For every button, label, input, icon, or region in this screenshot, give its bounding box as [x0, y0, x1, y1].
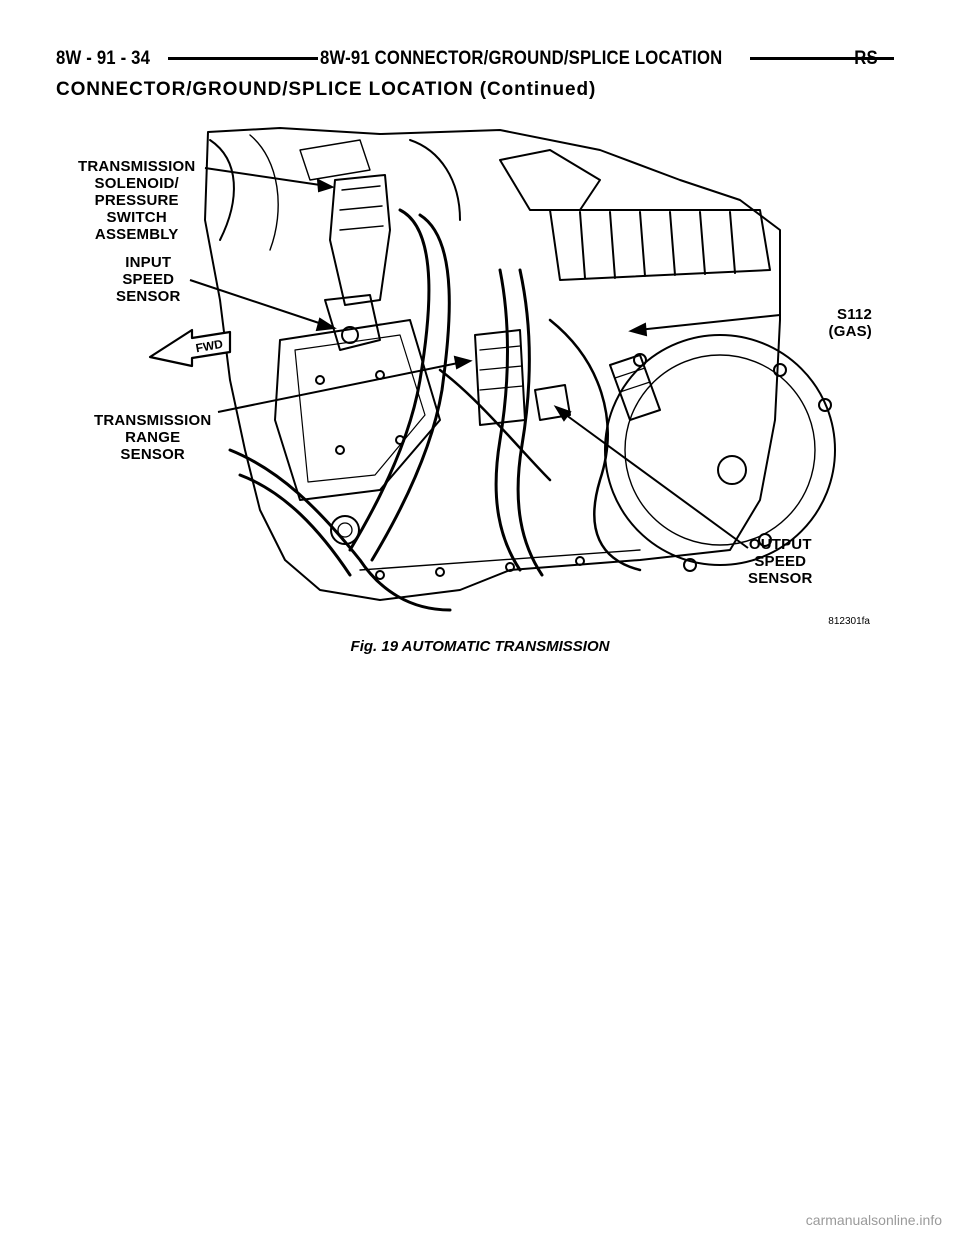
figure-id: 812301fa: [828, 616, 870, 627]
header-rule-left: [168, 57, 318, 60]
solenoid-block: [329, 174, 391, 306]
callout-input-speed-sensor: INPUT SPEED SENSOR: [116, 254, 181, 305]
watermark: carmanualsonline.info: [805, 1212, 942, 1228]
leader-input-speed: [189, 279, 329, 327]
wiring-harness: [348, 208, 431, 552]
callout-range-sensor: TRANSMISSION RANGE SENSOR: [94, 412, 212, 463]
section-name: 8W-91 CONNECTOR/GROUND/SPLICE LOCATION: [320, 48, 723, 69]
transmission-outline: [204, 127, 781, 601]
leader-range-sensor: [217, 361, 464, 413]
leader-output-speed: [561, 411, 749, 549]
forward-arrow-icon: FWD: [148, 328, 232, 368]
header-rule-right: [750, 57, 894, 60]
leader-solenoid: [204, 167, 328, 187]
callout-solenoid-assembly: TRANSMISSION SOLENOID/ PRESSURE SWITCH A…: [78, 158, 196, 243]
page-header: 8W - 91 - 34 8W-91 CONNECTOR/GROUND/SPLI…: [56, 46, 894, 72]
page-code: 8W - 91 - 34: [56, 48, 151, 69]
converter-housing: [604, 334, 836, 566]
model-code: RS: [854, 48, 878, 69]
section-title: CONNECTOR/GROUND/SPLICE LOCATION (Contin…: [56, 79, 597, 100]
transmission-figure: FWD TRANSMISSION SOLENOID/ PRESSURE SWIT…: [78, 120, 880, 630]
callout-splice-s112: S112 (GAS): [828, 306, 872, 340]
figure-caption: Fig. 19 AUTOMATIC TRANSMISSION: [350, 638, 610, 655]
leader-splice: [637, 314, 781, 331]
transmission-illustration: FWD: [148, 127, 836, 612]
callout-output-speed-sensor: OUTPUT SPEED SENSOR: [748, 536, 813, 587]
forward-arrow-label: FWD: [195, 337, 225, 356]
